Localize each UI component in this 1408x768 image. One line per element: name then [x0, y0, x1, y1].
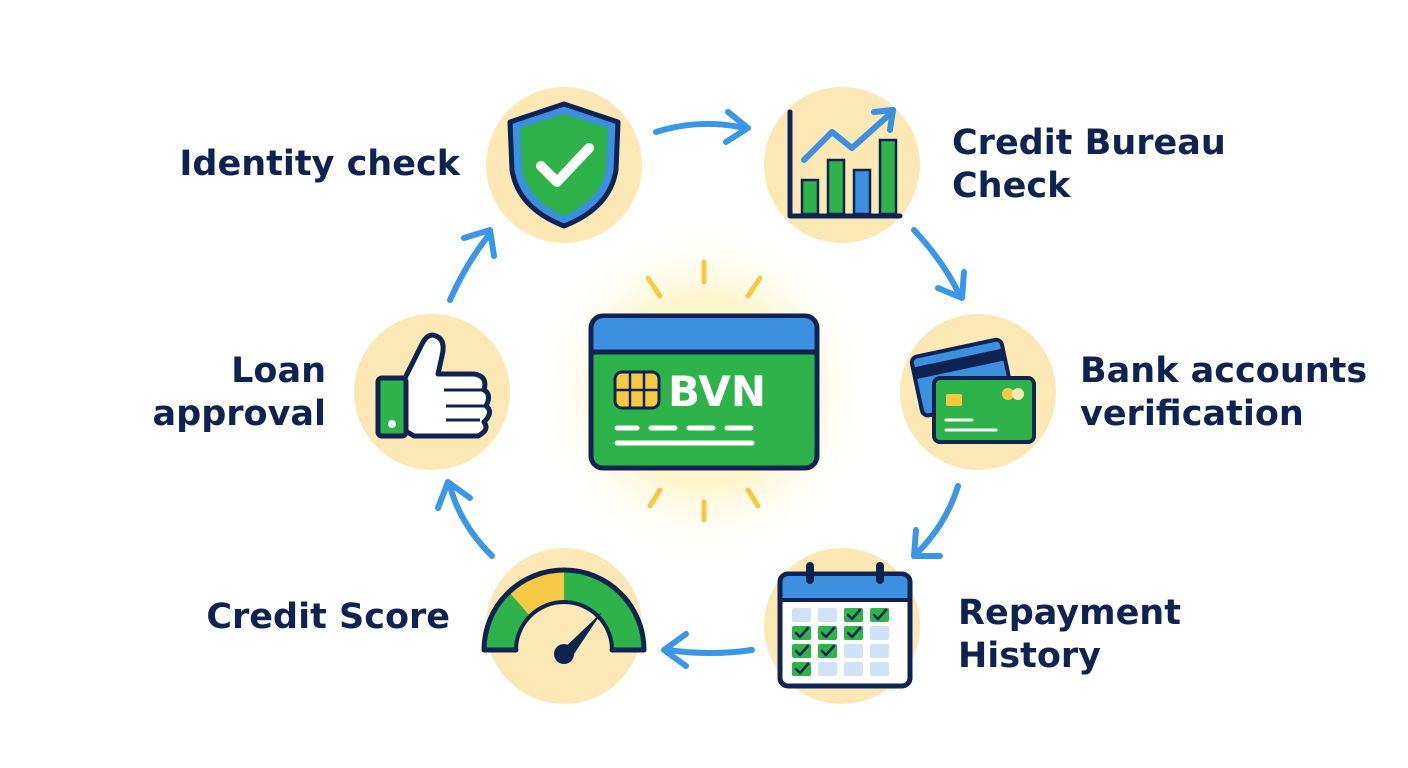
bar-chart-icon: [787, 107, 903, 219]
check-mark-icon: [794, 662, 810, 675]
calendar-day-cell: [818, 662, 837, 676]
check-mark-icon: [820, 626, 836, 639]
card-dashes: [614, 425, 755, 446]
calendar-day-cell: [818, 608, 837, 622]
step-bank: [900, 314, 1056, 470]
calendar-day-cell: [870, 626, 889, 640]
calendar-day-cell: [870, 662, 889, 676]
calendar-day-cell: [792, 608, 811, 622]
card-chip-icon: [613, 370, 661, 410]
calendar-day-cell: [870, 644, 889, 658]
check-mark-icon: [846, 626, 862, 639]
check-mark-icon: [794, 626, 810, 639]
step-label-identity: Identity check: [179, 144, 460, 184]
thumbs-up-icon: [375, 332, 492, 439]
step-label-bank: Bank accounts verification: [1080, 351, 1368, 434]
calendar-day-cell: [844, 662, 863, 676]
step-label-score: Credit Score: [206, 597, 450, 637]
shield-check-icon: [507, 101, 621, 229]
step-label-bureau: Credit Bureau Check: [952, 123, 1226, 206]
step-label-repayment: Repayment History: [958, 593, 1181, 676]
calendar-checks-icon: [777, 562, 913, 689]
bvn-card: BVN: [588, 313, 820, 471]
step-loan: [354, 314, 510, 470]
check-mark-icon: [820, 644, 836, 657]
step-repayment: [764, 548, 920, 704]
arrow-identity-to-bureau: [653, 109, 751, 145]
arrow-loan-to-identity: [447, 227, 497, 303]
check-mark-icon: [846, 608, 862, 621]
gauge-icon: [481, 567, 647, 664]
cycle-arrows: [435, 109, 967, 669]
arrow-bank-to-repayment: [911, 483, 961, 559]
check-mark-icon: [794, 644, 810, 657]
step-bureau: [764, 87, 920, 243]
step-score: [481, 548, 647, 704]
arrow-bureau-to-bank: [911, 227, 967, 301]
arrow-repayment-to-score: [661, 631, 755, 669]
step-label-loan: Loan approval: [152, 351, 326, 434]
calendar-day-cell: [844, 644, 863, 658]
step-identity: [486, 87, 642, 243]
card-label: BVN: [668, 367, 766, 416]
bank-cards-icon: [909, 337, 1036, 444]
arrow-score-to-loan: [435, 479, 495, 559]
check-mark-icon: [872, 608, 888, 621]
card-rays: [645, 259, 763, 523]
